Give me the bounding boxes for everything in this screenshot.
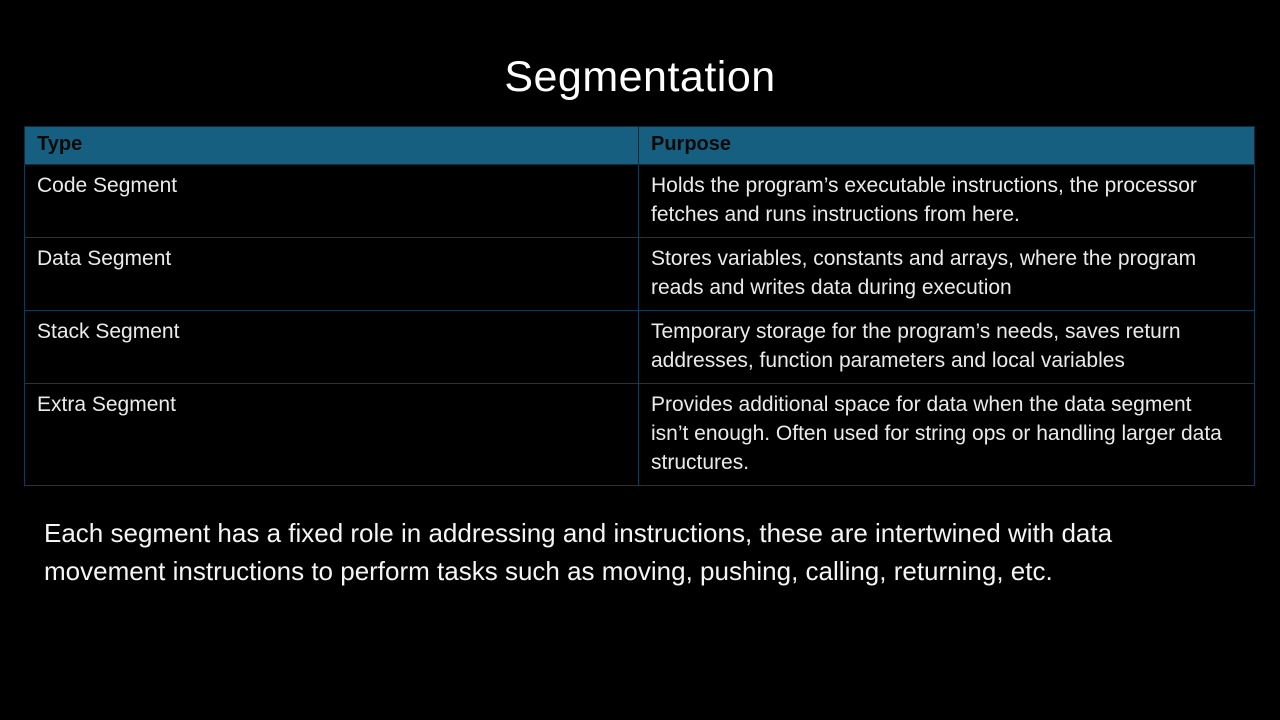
segment-purpose-cell: Provides additional space for data when … [638, 383, 1255, 486]
segment-type-cell: Data Segment [24, 237, 639, 311]
segment-type-cell: Stack Segment [24, 310, 639, 384]
slide-body-text: Each segment has a fixed role in address… [44, 518, 1113, 586]
segment-purpose-cell: Holds the program’s executable instructi… [638, 164, 1255, 238]
column-header-type: Type [24, 126, 639, 165]
segment-purpose-cell: Stores variables, constants and arrays, … [638, 237, 1255, 311]
table-row: Stack Segment Temporary storage for the … [24, 310, 1255, 384]
table-header-row: Type Purpose [24, 126, 1255, 165]
segment-type-cell: Code Segment [24, 164, 639, 238]
table-row: Extra Segment Provides additional space … [24, 383, 1255, 486]
segment-purpose-cell: Temporary storage for the program’s need… [638, 310, 1255, 384]
slide-title: Segmentation [504, 53, 776, 101]
segment-type-cell: Extra Segment [24, 383, 639, 486]
segments-table: Type Purpose Code Segment Holds the prog… [24, 126, 1255, 486]
table-row: Code Segment Holds the program’s executa… [24, 164, 1255, 238]
column-header-purpose: Purpose [638, 126, 1255, 165]
table-row: Data Segment Stores variables, constants… [24, 237, 1255, 311]
